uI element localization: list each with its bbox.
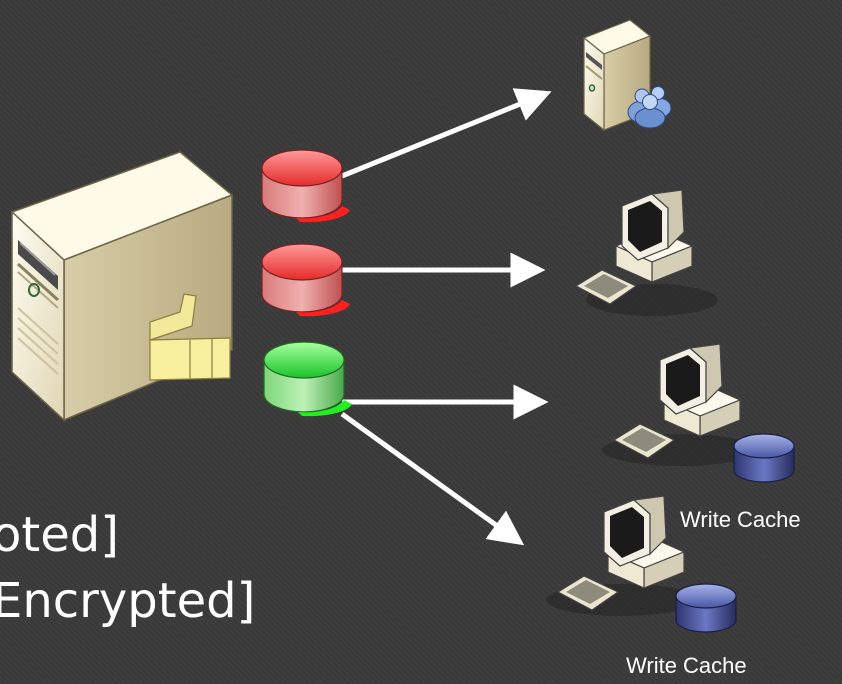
arrow-to-user-server	[341, 88, 552, 179]
workstation-icon	[546, 495, 698, 616]
write-cache-label: Write Cache	[626, 653, 747, 678]
status-text-line-1: oted]	[0, 507, 119, 563]
write-cache-label: Write Cache	[680, 507, 801, 532]
status-text-line-2: Encrypted]	[0, 573, 256, 629]
red-disk-icon	[261, 243, 350, 317]
red-disk-icon	[261, 149, 350, 223]
server-tower-icon	[10, 151, 234, 422]
arrows	[340, 88, 552, 546]
cache-disk-icon	[733, 433, 795, 483]
green-disk-icon	[263, 341, 352, 417]
workstation-icon	[574, 189, 718, 316]
cache-disk-icon	[675, 583, 737, 633]
user-server-icon	[582, 19, 672, 132]
workstation-icon	[602, 343, 758, 466]
arrow-to-workstation-3	[340, 411, 525, 546]
sticky-note-icon	[149, 293, 231, 381]
users-group-icon	[627, 86, 672, 129]
